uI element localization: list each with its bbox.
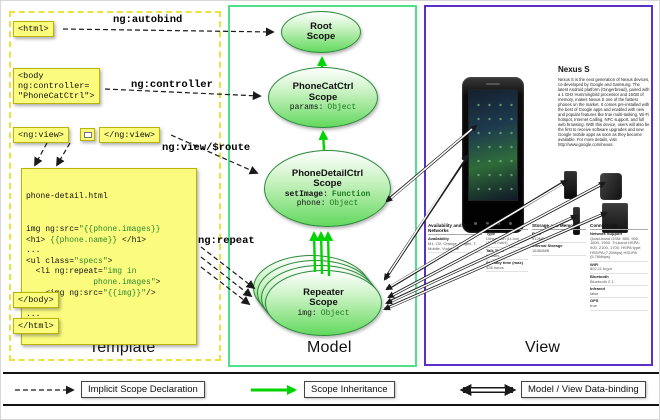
code-filename: phone-detail.html (26, 192, 108, 202)
phonedetailctrl-scope: PhoneDetailCtrl Scope setImage:Function … (264, 150, 391, 227)
scope-title: PhoneDetailCtrl Scope (291, 167, 364, 189)
rendered-view-page: Nexus S Nexus S is the next generation o… (424, 5, 653, 366)
ng-view-close-tag: </ng:view> (99, 127, 161, 143)
ng-view-placeholder-icon (80, 128, 95, 141)
spec-header: Connectivity (590, 223, 648, 231)
code-lines: img ng:src="{{phone.images}}<h1> {{phone… (26, 224, 161, 319)
phone-title: Nexus S (558, 65, 590, 74)
scope-title: PhoneCatCtrl Scope (292, 81, 354, 103)
template-section (9, 11, 221, 361)
legend-databinding-label: Model / View Data-binding (521, 381, 646, 398)
ng-view-route-label: ng:view/$route (162, 142, 251, 154)
spec-header: Availability and Networks (428, 223, 482, 236)
root-scope: Root Scope (281, 11, 361, 53)
phone-description: Nexus S is the next generation of Nexus … (558, 77, 650, 147)
ng-autobind-label: ng:autobind (113, 14, 183, 26)
phone-image (462, 77, 524, 233)
body-close-tag: </body> (13, 292, 59, 308)
repeater-scope: Repeater Scope img:Object (265, 270, 382, 336)
scope-title: Root Scope (306, 20, 336, 42)
scope-title: Repeater Scope (303, 286, 344, 309)
scope-property: img:Object (297, 308, 350, 318)
scope-property: phone:Object (296, 199, 359, 208)
spec-header: Battery (486, 223, 528, 231)
html-open-tag: <html> (13, 21, 54, 37)
phone-detail-code-block: phone-detail.html img ng:src="{{phone.im… (21, 168, 197, 345)
scope-property: params:Object (289, 103, 357, 113)
legend-implicit-label: Implicit Scope Declaration (81, 381, 205, 398)
phonecatctrl-scope: PhoneCatCtrl Scope params:Object (268, 67, 378, 128)
ng-view-open-tag: <ng:view> (13, 127, 69, 143)
model-section-label: Model (307, 339, 352, 356)
html-close-tag: </html> (13, 318, 59, 334)
phone-thumbnail (600, 173, 622, 200)
phone-speaker (486, 83, 500, 85)
spec-header: Storage and Memory (532, 223, 586, 231)
ng-controller-label: ng:controller (131, 79, 213, 91)
scope-function: setImage:Function (284, 189, 371, 199)
page-icon (84, 132, 92, 138)
body-open-tag: <body ng:controller= "PhoneCatCtrl"> (13, 68, 100, 104)
phone-thumbnail (564, 171, 577, 199)
phone-screen (468, 89, 518, 201)
ng-repeat-label: ng:repeat (198, 235, 255, 247)
view-section-label: View (525, 339, 561, 356)
legend-inheritance-label: Scope Inheritance (304, 381, 395, 398)
